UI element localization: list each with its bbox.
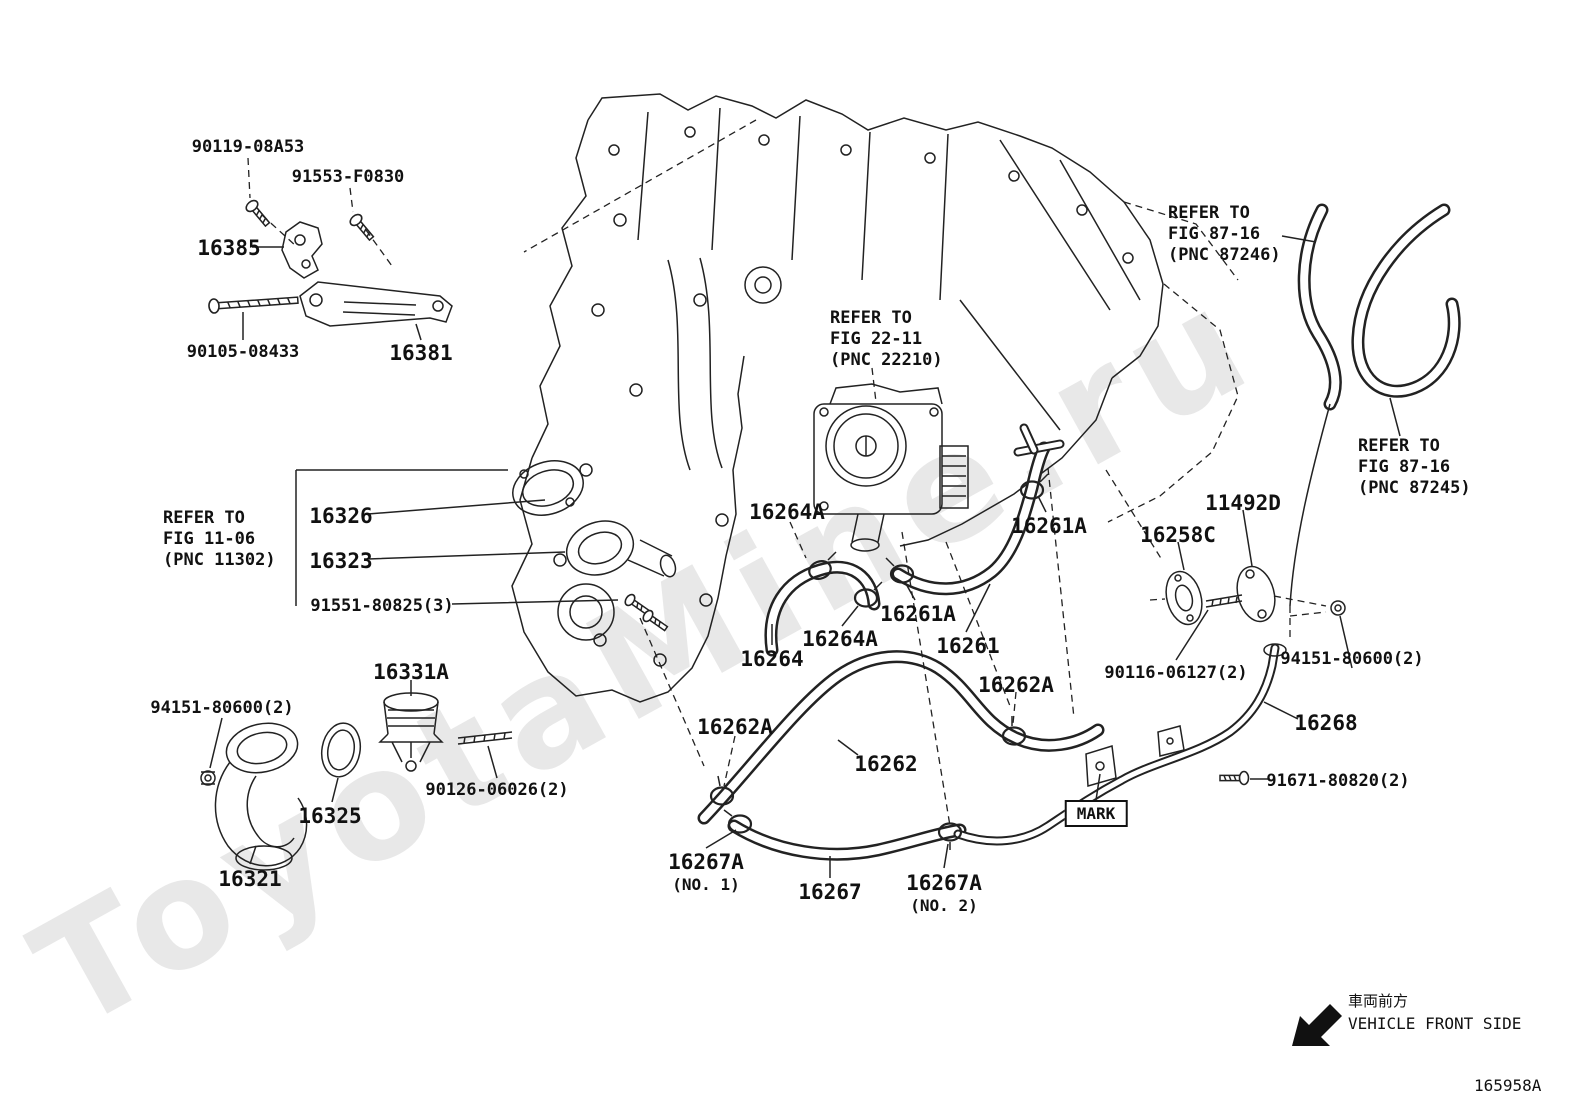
label-94151-80600-left: 94151-80600(2) bbox=[150, 698, 294, 718]
hose-16267-art bbox=[727, 819, 967, 861]
vehicle-front-en: VEHICLE FRONT SIDE bbox=[1348, 1014, 1522, 1033]
label-16261A-1: 16261A bbox=[1011, 514, 1087, 538]
leader-lines bbox=[209, 157, 1401, 878]
label-16258C: 16258C bbox=[1140, 523, 1216, 547]
throttle-body-art bbox=[813, 383, 969, 552]
label-91553-F0830: 91553-F0830 bbox=[291, 167, 405, 187]
label-16267A-no1: 16267A (NO. 1) bbox=[668, 850, 744, 894]
label-16262A-1: 16262A bbox=[978, 673, 1054, 697]
hose-16261-art bbox=[891, 423, 1065, 596]
thermostat-16331A-art bbox=[378, 692, 444, 772]
bracket-16381-art bbox=[299, 281, 453, 327]
label-90119-08A53: 90119-08A53 bbox=[191, 137, 305, 157]
label-16267A-no2-text: 16267A bbox=[906, 871, 982, 895]
gasket-16325-art bbox=[320, 722, 362, 778]
label-16262A-2: 16262A bbox=[697, 715, 773, 739]
label-16267A-no2: 16267A (NO. 2) bbox=[906, 871, 982, 915]
label-16262: 16262 bbox=[854, 752, 918, 776]
label-90105-08433: 90105-08433 bbox=[186, 342, 300, 362]
bracket-16385-art bbox=[281, 221, 323, 279]
label-90126-06026: 90126-06026(2) bbox=[425, 780, 569, 800]
refer-fig-22-11: REFER TO FIG 22-11 (PNC 22210) bbox=[830, 308, 943, 371]
bolt-91671-art bbox=[1219, 770, 1250, 786]
refer-fig-22-11-line1: REFER TO bbox=[830, 308, 912, 328]
bolt-90119-art bbox=[245, 199, 271, 228]
vehicle-front-jp: 車両前方 bbox=[1348, 992, 1409, 1010]
refer-fig-87-16-b-line2: FIG 87-16 bbox=[1358, 457, 1451, 477]
hose-clamps-art bbox=[709, 473, 1049, 850]
label-16331A: 16331A bbox=[373, 660, 449, 684]
label-16264A-1: 16264A bbox=[749, 500, 825, 524]
label-16264A-2: 16264A bbox=[802, 627, 878, 651]
refer-fig-87-16-b: REFER TO FIG 87-16 (PNC 87245) bbox=[1358, 436, 1471, 499]
refer-fig-11-06-line3: (PNC 11302) bbox=[163, 550, 276, 570]
refer-fig-11-06: REFER TO FIG 11-06 (PNC 11302) bbox=[163, 508, 276, 571]
label-16325: 16325 bbox=[298, 804, 362, 828]
label-16385: 16385 bbox=[197, 236, 261, 260]
hose-16262-art bbox=[697, 650, 1105, 825]
label-16321: 16321 bbox=[218, 867, 282, 891]
pipe-16268-art bbox=[953, 643, 1287, 846]
refer-fig-87-16-a-line3: (PNC 87246) bbox=[1168, 245, 1281, 265]
refer-fig-87-16-a: REFER TO FIG 87-16 (PNC 87246) bbox=[1168, 203, 1281, 266]
label-16267: 16267 bbox=[798, 880, 862, 904]
label-no2-text: (NO. 2) bbox=[910, 896, 978, 916]
refer-fig-22-11-line3: (PNC 22210) bbox=[830, 350, 943, 370]
label-11492D: 11492D bbox=[1205, 491, 1281, 515]
refer-fig-22-11-line2: FIG 22-11 bbox=[830, 329, 923, 349]
refer-fig-11-06-line1: REFER TO bbox=[163, 508, 245, 528]
label-91551-80825: 91551-80825(3) bbox=[310, 596, 454, 616]
mark-box: MARK bbox=[1064, 800, 1128, 827]
engine-block-art bbox=[511, 93, 1239, 703]
refer-fig-11-06-line2: FIG 11-06 bbox=[163, 529, 256, 549]
heater-hoses-art bbox=[1289, 203, 1461, 640]
label-16261A-2: 16261A bbox=[880, 602, 956, 626]
label-91671-80820: 91671-80820(2) bbox=[1266, 771, 1410, 791]
bolt-91553-art bbox=[349, 213, 375, 242]
label-16323: 16323 bbox=[309, 549, 373, 573]
refer-fig-87-16-a-line1: REFER TO bbox=[1168, 203, 1250, 223]
inlet-housing-16321-art bbox=[200, 722, 308, 871]
label-90116-06127: 90116-06127(2) bbox=[1104, 663, 1248, 683]
label-94151-80600-right: 94151-80600(2) bbox=[1280, 649, 1424, 669]
water-bypass-plate-art bbox=[1149, 565, 1346, 626]
refer-fig-87-16-b-line1: REFER TO bbox=[1358, 436, 1440, 456]
vehicle-front-arrow-icon bbox=[1292, 1004, 1342, 1046]
label-no1-text: (NO. 1) bbox=[672, 875, 740, 895]
water-inlet-art bbox=[512, 460, 677, 632]
label-16264: 16264 bbox=[740, 647, 804, 671]
drawing-number: 165958A bbox=[1474, 1076, 1542, 1095]
refer-fig-87-16-a-line2: FIG 87-16 bbox=[1168, 224, 1261, 244]
refer-fig-87-16-b-line3: (PNC 87245) bbox=[1358, 478, 1471, 498]
bolt-90105-art bbox=[208, 296, 299, 314]
label-16381: 16381 bbox=[389, 341, 453, 365]
label-16267A-no1-text: 16267A bbox=[668, 850, 744, 874]
stud-90126-art bbox=[457, 731, 513, 745]
hose-16264-art bbox=[764, 560, 881, 657]
label-16268: 16268 bbox=[1294, 711, 1358, 735]
label-16261: 16261 bbox=[936, 634, 1000, 658]
label-16326: 16326 bbox=[309, 504, 373, 528]
